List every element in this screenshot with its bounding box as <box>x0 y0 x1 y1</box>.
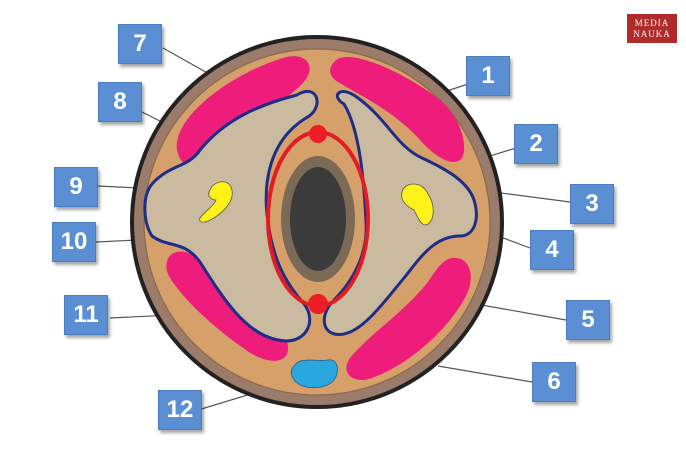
logo-line-1: MEDIA <box>634 17 670 28</box>
label-box-1: 1 <box>466 56 510 96</box>
label-box-9: 9 <box>54 167 98 207</box>
ganglion-right <box>401 183 434 226</box>
blue-vessel <box>290 359 338 389</box>
label-box-2: 2 <box>514 124 558 164</box>
media-nauka-logo: MEDIA NAUKA <box>627 14 677 43</box>
central-cord-inner <box>290 167 346 271</box>
ganglion-left <box>199 181 233 223</box>
label-box-3: 3 <box>570 184 614 224</box>
leader-line-5 <box>475 303 567 321</box>
label-box-5: 5 <box>566 300 610 340</box>
logo-line-2: NAUKA <box>633 28 671 39</box>
label-box-6: 6 <box>532 362 576 402</box>
label-box-8: 8 <box>98 82 142 122</box>
label-box-12: 12 <box>158 390 202 430</box>
red-node-top <box>309 125 327 143</box>
label-box-11: 11 <box>64 295 108 335</box>
muscle-band-top-right <box>330 56 465 162</box>
label-box-7: 7 <box>118 24 162 64</box>
leader-line-6 <box>437 365 533 383</box>
label-box-10: 10 <box>52 222 96 262</box>
red-node-bottom <box>308 294 328 314</box>
label-box-4: 4 <box>530 230 574 270</box>
muscle-band-bottom-right <box>346 257 471 380</box>
